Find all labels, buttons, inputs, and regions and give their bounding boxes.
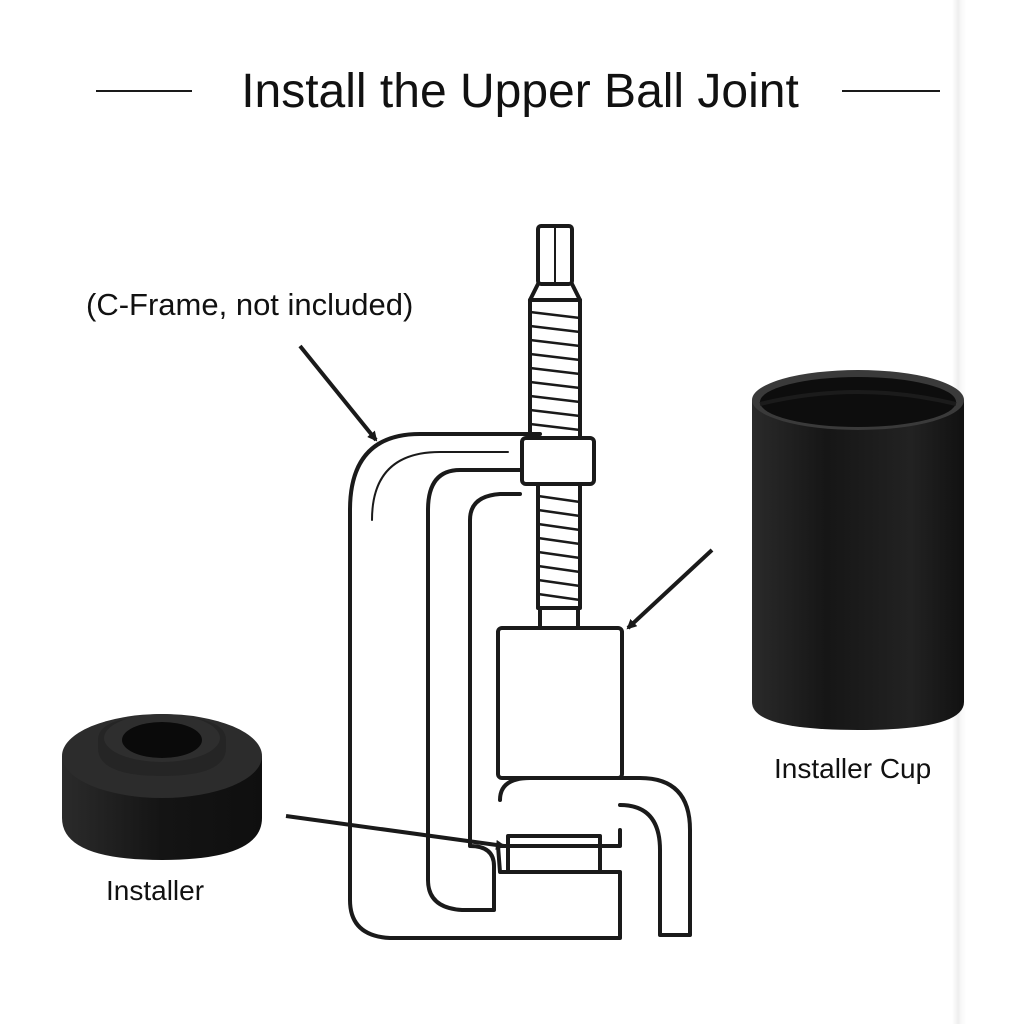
installer-ring-icon [62,714,262,860]
frame-collar [520,436,596,486]
arrow-installer [285,814,506,850]
installer-cup-icon [752,370,964,730]
title-rule-left [96,90,192,92]
c-frame-outline [348,432,622,940]
installer-cup-label: Installer Cup [774,753,932,784]
screw-lower [536,482,582,610]
installer-label: Installer [106,875,205,906]
screw-tip [538,606,580,630]
c-frame-press-icon [348,224,692,940]
c-frame-lower-jaw [498,776,692,937]
arrow-c-frame [298,344,378,442]
arrow-cup [626,548,714,630]
c-frame-inner-outline [426,468,522,912]
c-frame-highlight [371,451,509,521]
title-rule-right [842,90,940,92]
callout-arrows [285,344,714,850]
page-title: Install the Upper Ball Joint [241,65,799,118]
screw-thread-detail [529,310,581,602]
c-frame-label: (C-Frame, not included) [86,287,414,322]
installer-drawing [506,834,602,874]
cup-drawing [496,626,624,780]
